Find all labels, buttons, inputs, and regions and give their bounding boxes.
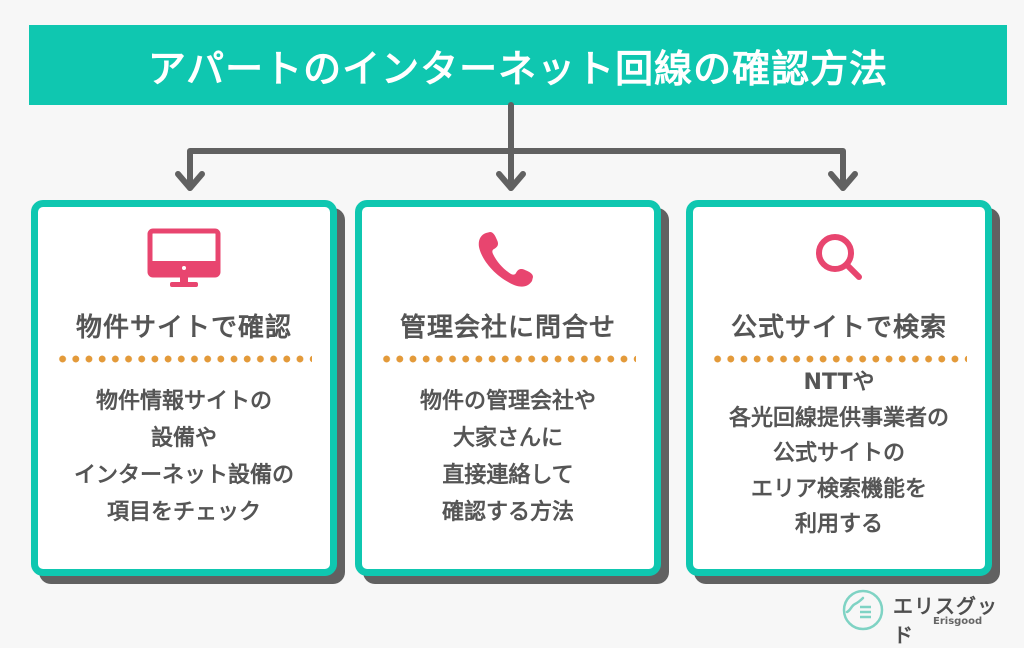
arrowhead-right <box>828 171 858 191</box>
card-description-line: 物件情報サイトの <box>95 389 272 414</box>
arrowhead-left <box>175 171 205 191</box>
dotted-divider <box>711 355 967 363</box>
card-title: 物件サイトで確認 <box>75 313 292 343</box>
card-description-line: 利用する <box>794 512 883 537</box>
logo-mark-icon <box>842 589 884 631</box>
connector-bar <box>187 148 846 191</box>
search-icon <box>816 234 862 280</box>
card-description-line: 各光回線提供事業者の <box>728 405 949 431</box>
card-title: 管理会社に問合せ <box>399 313 616 343</box>
arrowhead-center <box>496 171 526 191</box>
card-description-line: 確認する方法 <box>441 500 574 525</box>
card-description: NTTや 各光回線提供事業者の 公式サイトの エリア検索機能を 利用する <box>693 365 985 543</box>
card-official-site: 公式サイトで検索 NTTや 各光回線提供事業者の 公式サイトの エリア検索機能を… <box>686 200 992 576</box>
dotted-divider <box>56 355 312 363</box>
phone-icon <box>478 232 533 287</box>
card-description-line: インターネット設備の <box>73 463 294 488</box>
card-description: 物件の管理会社や 大家さんに 直接連絡して 確認する方法 <box>362 383 654 531</box>
card-description-line: 物件の管理会社や <box>419 389 596 414</box>
card-title: 公式サイトで検索 <box>730 313 947 343</box>
page-title: アパートのインターネット回線の確認方法 <box>147 46 889 91</box>
card-description-line: 公式サイトの <box>772 441 905 466</box>
card-description-line: 項目をチェック <box>106 500 261 525</box>
card-property-site: 物件サイトで確認 物件情報サイトの 設備や インターネット設備の 項目をチェック <box>31 200 337 576</box>
logo-name: エリスグッド <box>893 594 998 647</box>
card-description-line: エリア検索機能を <box>750 476 927 502</box>
dotted-divider <box>380 355 636 363</box>
card-management-company: 管理会社に問合せ 物件の管理会社や 大家さんに 直接連絡して 確認する方法 <box>355 200 661 576</box>
brand-logo: エリスグッド Erisgood <box>841 588 1011 647</box>
monitor-icon <box>147 228 221 287</box>
card-description-line: 直接連絡して <box>442 463 574 488</box>
logo-subtitle: Erisgood <box>933 616 983 627</box>
card-description-line: 設備や <box>150 426 217 451</box>
connector-arrows <box>175 102 858 191</box>
card-description-line: NTTや <box>803 370 875 395</box>
card-description: 物件情報サイトの 設備や インターネット設備の 項目をチェック <box>38 383 330 531</box>
title-banner: アパートのインターネット回線の確認方法 <box>29 25 1007 105</box>
card-description-line: 大家さんに <box>452 426 563 451</box>
